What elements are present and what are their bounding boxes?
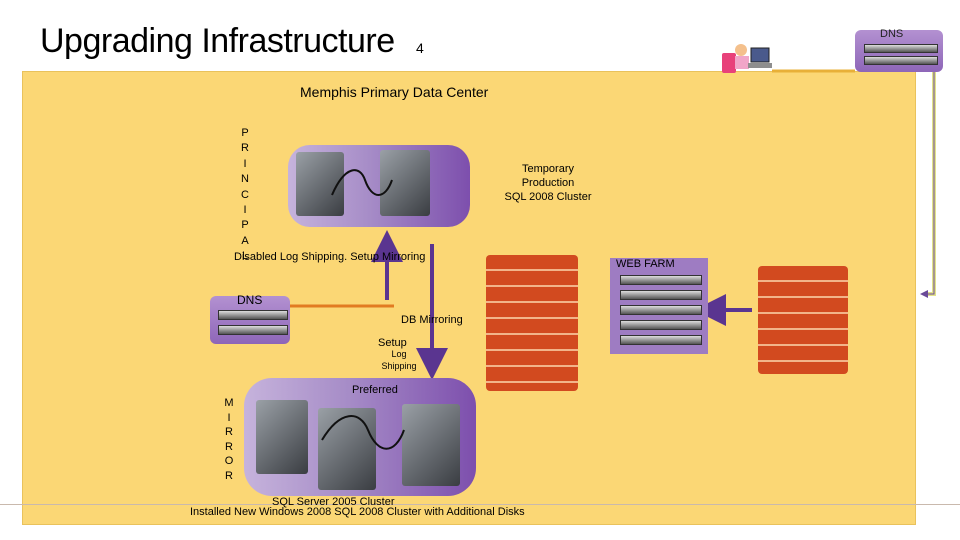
- letter: A: [241, 234, 249, 247]
- slide-number: 4: [416, 40, 424, 56]
- log-shipping-label: Log Shipping: [376, 348, 422, 372]
- rack-unit: [864, 44, 938, 53]
- principal-label: P R I N C I P A L: [238, 126, 252, 265]
- rack-unit: [218, 325, 288, 335]
- rack-unit: [620, 305, 702, 315]
- rack-unit: [864, 56, 938, 65]
- temp-cluster-label: Temporary Production SQL 2008 Cluster: [498, 162, 598, 204]
- web-farm-label: WEB FARM: [616, 258, 675, 270]
- letter: I: [227, 411, 231, 424]
- install-label: Installed New Windows 2008 SQL 2008 Clus…: [190, 506, 525, 518]
- rack-unit: [218, 310, 288, 320]
- server-icon: [318, 408, 376, 490]
- rack-unit: [620, 320, 702, 330]
- log-label-line: Log: [391, 349, 407, 359]
- letter: I: [243, 204, 247, 217]
- datacenter-label: Memphis Primary Data Center: [300, 84, 489, 100]
- db-mirroring-label: DB Mirroring: [401, 314, 463, 326]
- letter: R: [241, 142, 249, 155]
- temp-label-line: Temporary: [522, 163, 574, 175]
- mirror-label: M I R R O R: [222, 396, 236, 483]
- letter: M: [224, 397, 234, 409]
- letter: R: [225, 440, 233, 453]
- letter: R: [225, 426, 233, 438]
- rack-unit: [620, 335, 702, 345]
- sql-2005-label: SQL Server 2005 Cluster: [272, 496, 395, 508]
- slide-title: Upgrading Infrastructure: [40, 22, 395, 60]
- letter: P: [241, 219, 249, 232]
- firewall-icon: [486, 255, 578, 391]
- setup-label: Setup: [378, 337, 407, 349]
- log-label-line: Shipping: [381, 361, 417, 371]
- letter: C: [241, 188, 249, 201]
- firewall-icon: [758, 266, 848, 374]
- rack-unit: [620, 290, 702, 300]
- temp-label-line: SQL 2008 Cluster: [504, 191, 592, 203]
- letter: P: [241, 127, 249, 139]
- server-icon: [380, 150, 430, 216]
- server-icon: [296, 152, 344, 216]
- letter: I: [243, 157, 247, 170]
- rack-unit: [620, 275, 702, 285]
- letter: O: [224, 455, 234, 467]
- letter: N: [241, 173, 249, 186]
- letter: L: [241, 250, 249, 263]
- dns-server-box-left: [210, 296, 290, 344]
- server-icon: [256, 400, 308, 474]
- footer-divider: [0, 504, 960, 505]
- server-icon: [402, 404, 460, 486]
- temp-label-line: Production: [521, 177, 575, 189]
- dns-left-label: DNS: [237, 293, 263, 307]
- dns-top-right-label: DNS: [880, 28, 904, 40]
- preferred-label: Preferred: [352, 384, 398, 396]
- letter: R: [225, 469, 233, 482]
- disabled-log-shipping-label: Disabled Log Shipping. Setup Mirroring: [234, 251, 426, 263]
